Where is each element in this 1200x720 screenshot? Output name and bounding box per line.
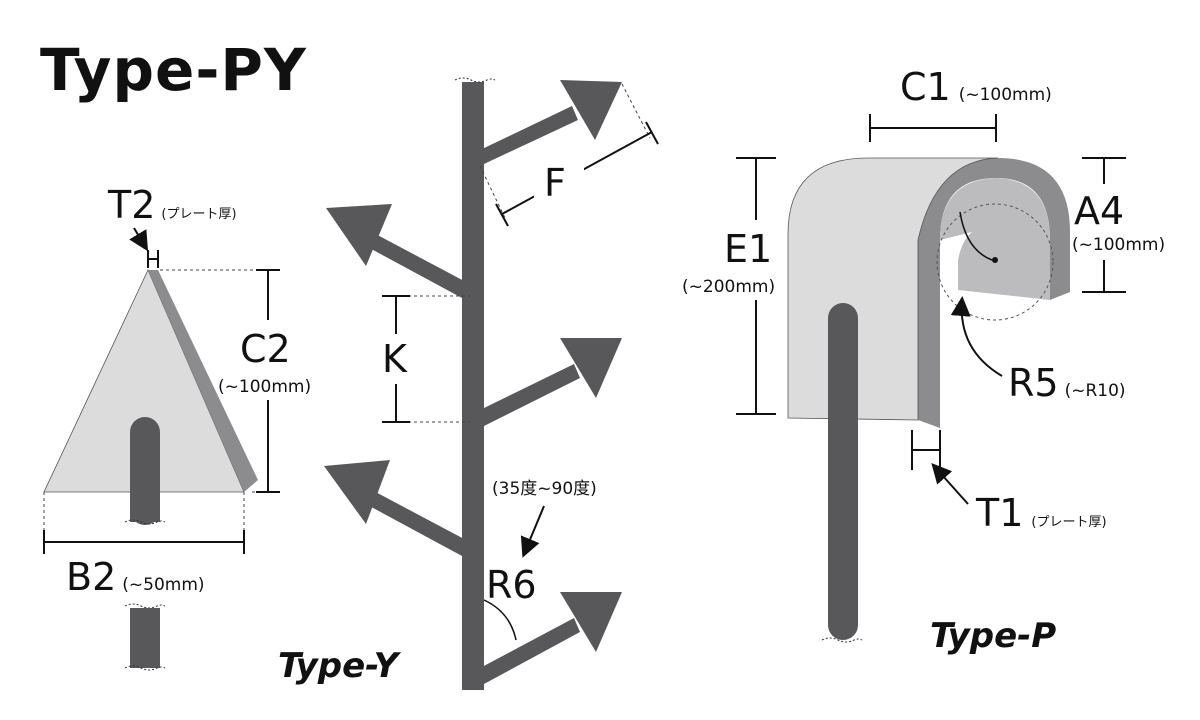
- c2-label: C2: [240, 327, 291, 371]
- t2-label: T2(プレート厚): [107, 183, 237, 227]
- y-branch-left-lower: [324, 460, 390, 524]
- type-py-figure: T2(プレート厚) C2 (~100mm) B2(~50mm): [43, 183, 342, 671]
- py-rod-lower: [130, 608, 160, 668]
- c1-label: C1(~100mm): [900, 65, 1052, 109]
- type-p-figure: C1(~100mm) A4 (~100mm) E1 (~200mm) R5(~R…: [680, 65, 1182, 643]
- b2-label: B2(~50mm): [66, 555, 205, 599]
- type-p-caption: Type-P: [930, 616, 1057, 656]
- p-plate-inner: [940, 178, 1050, 300]
- py-rod-on-plate: [130, 417, 160, 492]
- r5-arrow: [950, 296, 1003, 377]
- y-branch-right-middle: [560, 338, 622, 398]
- t1-label: T1(プレート厚): [975, 491, 1107, 535]
- r6-angle-range: (35度~90度): [492, 479, 597, 499]
- py-plate-edge: [148, 270, 258, 492]
- c2-range: (~100mm): [218, 377, 311, 397]
- r5-circle: [936, 203, 1054, 321]
- e1-label: E1: [724, 227, 772, 271]
- k-label: K: [382, 337, 408, 381]
- r5-label: R5(~R10): [1008, 361, 1126, 405]
- page-title: Type-PY: [40, 36, 307, 104]
- type-y-figure: F K (35度~90度) R6: [324, 77, 659, 690]
- t2-arrow: [129, 227, 149, 252]
- f-label: F: [544, 161, 566, 205]
- e1-range: (~200mm): [682, 277, 775, 297]
- a4-range: (~100mm): [1072, 235, 1165, 255]
- r6-label: R6: [486, 563, 537, 607]
- y-branch-left-upper: [326, 204, 392, 266]
- type-y-caption: Type-Y: [278, 646, 399, 686]
- t1-arrow: [931, 463, 969, 505]
- a4-label: A4: [1074, 189, 1124, 233]
- r6-angle-arc: [483, 599, 517, 641]
- y-branch-top-right: [560, 80, 622, 140]
- r6-arrow: [520, 505, 545, 558]
- y-branch-bottom-right: [560, 592, 622, 652]
- y-main-stem: [462, 82, 484, 690]
